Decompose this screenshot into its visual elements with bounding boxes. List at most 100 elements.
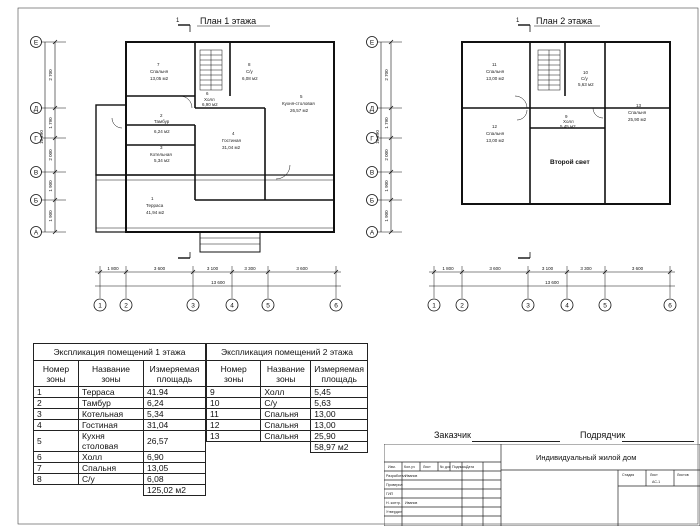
- dimension-tick: [388, 197, 394, 203]
- axis-label: 2: [460, 303, 464, 310]
- table-1-caption: Экспликация помещений 1 этажа: [33, 343, 206, 360]
- room-area: 41,94 м2: [146, 210, 165, 215]
- svg-text:Проверил: Проверил: [386, 483, 403, 487]
- plan-1: 1 План 1 этажа: [95, 16, 335, 259]
- dimension-tick: [388, 169, 394, 175]
- dimension-tick: [388, 135, 394, 141]
- axis-label: 2: [124, 303, 128, 310]
- svg-text:5,45 м2: 5,45 м2: [560, 124, 576, 129]
- axis-label: Г: [370, 136, 374, 143]
- svg-text:Спальня: Спальня: [486, 69, 505, 74]
- table-total-row: 125,02 м2: [34, 484, 206, 496]
- svg-text:9: 9: [565, 114, 568, 119]
- svg-text:Холл: Холл: [563, 119, 574, 124]
- plan-2: 1 План 2 этажа: [461, 16, 671, 259]
- dimension-tick: [388, 39, 394, 45]
- room-name: Холл: [204, 97, 215, 102]
- customer-line: [472, 441, 560, 442]
- dimension-label: 2 700: [384, 69, 389, 81]
- axis-label: 5: [266, 303, 270, 310]
- axis-bubble: [119, 298, 133, 312]
- dimension-tick: [525, 269, 531, 275]
- dimension-label: 2 000: [384, 149, 389, 161]
- svg-text:Лист: Лист: [423, 465, 431, 469]
- svg-text:11: 11: [492, 62, 497, 67]
- svg-text:Лист: Лист: [650, 473, 658, 477]
- room-name: Котельная: [150, 152, 172, 157]
- room-area: 6,24 м2: [154, 129, 170, 134]
- dimension-label: 1 900: [384, 210, 389, 222]
- table-total: 58,97 м2: [310, 441, 368, 453]
- svg-text:Спальня: Спальня: [628, 110, 647, 115]
- svg-text:12: 12: [492, 124, 498, 129]
- svg-text:5,63 м2: 5,63 м2: [578, 82, 594, 87]
- dimension-tick: [123, 269, 129, 275]
- customer-label: Заказчик: [434, 430, 471, 440]
- dimension-tick: [333, 269, 339, 275]
- svg-text:АС-1: АС-1: [652, 480, 660, 484]
- axis-label: А: [370, 230, 375, 237]
- axis-label: 3: [526, 303, 530, 310]
- svg-text:10: 10: [583, 70, 589, 75]
- dimension-label: 3 600: [489, 266, 501, 271]
- axis-label: 3: [191, 303, 195, 310]
- axis-bubble: [261, 298, 275, 312]
- contractor-label: Подрядчик: [580, 430, 626, 440]
- explication-table-2: Экспликация помещений 2 этажа Номер зоны…: [205, 343, 368, 453]
- dimension-tick: [388, 105, 394, 111]
- svg-text:13,00 м2: 13,00 м2: [486, 76, 505, 81]
- room-area: 31,04 м2: [222, 145, 241, 150]
- room-number: 8: [248, 62, 251, 67]
- table-total: 125,02 м2: [143, 484, 206, 496]
- room-area: 13,05 м2: [150, 76, 169, 81]
- axis-bubble: [225, 298, 239, 312]
- room-number: 7: [157, 62, 160, 67]
- dimension-label: 1 800: [107, 266, 119, 271]
- dimension-tick: [229, 269, 235, 275]
- axis-label: В: [34, 170, 38, 177]
- dimension-label: 1 800: [442, 266, 454, 271]
- axis-label: В: [370, 170, 374, 177]
- axis-label: 6: [668, 303, 672, 310]
- room-area: 5,34 м2: [154, 158, 170, 163]
- dimension-tick: [431, 269, 437, 275]
- axis-label: 4: [230, 303, 234, 310]
- table-2-caption: Экспликация помещений 2 этажа: [206, 343, 368, 360]
- svg-text:Разработал: Разработал: [386, 474, 406, 478]
- dimension-total: 10 290: [39, 130, 44, 144]
- dimension-label: 3 600: [154, 266, 166, 271]
- axis-label: 5: [603, 303, 607, 310]
- axis-bubble: [186, 298, 200, 312]
- sheet-frame: [17, 7, 699, 525]
- svg-text:Спальня: Спальня: [486, 131, 505, 136]
- svg-text:13,00 м2: 13,00 м2: [486, 138, 505, 143]
- table-total-row: 58,97 м2: [207, 441, 368, 453]
- room-name: Кухня-столовая: [282, 101, 315, 106]
- dimension-total: 13 600: [211, 280, 225, 285]
- axis-bubble: [663, 298, 677, 312]
- dimension-label: 3 100: [542, 266, 554, 271]
- dimension-label: 1 900: [384, 180, 389, 192]
- room-number: 2: [160, 113, 163, 118]
- dimension-tick: [52, 169, 58, 175]
- room-name: С/у: [246, 69, 254, 74]
- svg-text:Иванов: Иванов: [405, 501, 417, 505]
- svg-text:Стадия: Стадия: [622, 473, 634, 477]
- dimension-total: 13 600: [545, 280, 559, 285]
- dimension-tick: [52, 229, 58, 235]
- axis-label: 4: [565, 303, 569, 310]
- axis-bubble: [455, 298, 469, 312]
- project-title: Индивидуальный жилой дом: [536, 453, 636, 462]
- svg-text:Утвердил: Утвердил: [386, 510, 402, 514]
- dimension-tick: [52, 197, 58, 203]
- dimension-label: 1 790: [48, 117, 53, 129]
- room-name: Терраса: [146, 203, 164, 208]
